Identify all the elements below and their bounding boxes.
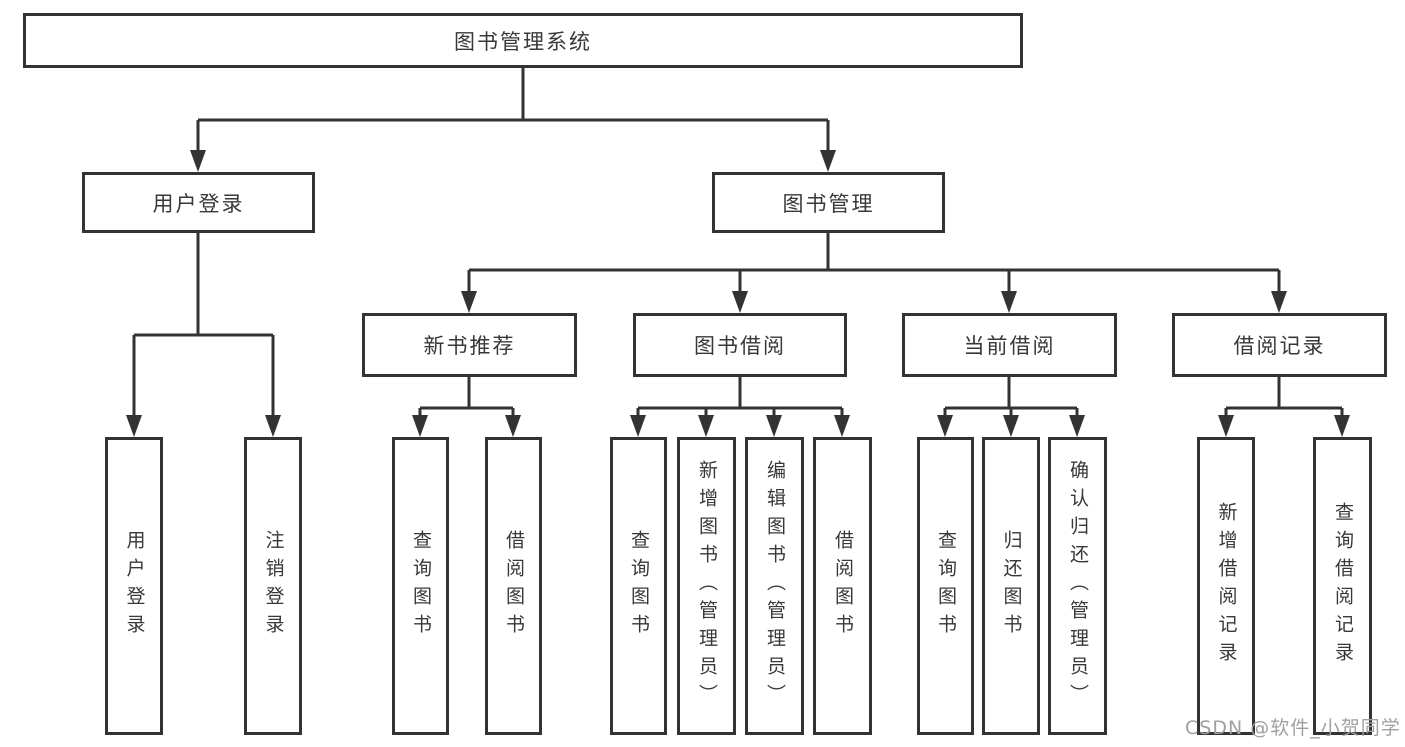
node-book-borrow: 图书借阅 <box>633 313 847 377</box>
leaf-confirm-return-admin: 确认归还（管理员） <box>1048 437 1107 735</box>
leaf-query-book-3: 查询图书 <box>917 437 974 735</box>
edges-borrow-record <box>1224 377 1344 432</box>
leaf-confirm-return-admin-label: 确认归还（管理员） <box>1067 460 1089 712</box>
node-user-login-label: 用户登录 <box>152 191 245 216</box>
leaf-query-book-1-label: 查询图书 <box>410 530 432 642</box>
node-book-borrow-label: 图书借阅 <box>694 334 786 358</box>
node-book-mgmt-label: 图书管理 <box>782 191 875 216</box>
leaf-borrow-book-1-label: 借阅图书 <box>503 530 525 642</box>
watermark-text: CSDN @软件_小贺同学 <box>1185 717 1401 739</box>
node-root-label: 图书管理系统 <box>454 29 592 54</box>
node-new-book-recommend-label: 新书推荐 <box>423 334 516 358</box>
leaf-borrow-book-2: 借阅图书 <box>813 437 872 735</box>
leaf-logout-login: 注销登录 <box>244 437 302 735</box>
node-current-borrow: 当前借阅 <box>902 313 1117 377</box>
node-user-login: 用户登录 <box>82 172 315 233</box>
edges-new-book-recommend <box>418 377 515 432</box>
leaf-borrow-book-1: 借阅图书 <box>485 437 542 735</box>
leaf-add-book-admin-label: 新增图书（管理员） <box>696 460 718 712</box>
edges-root <box>196 68 830 168</box>
leaf-query-borrow-record: 查询借阅记录 <box>1313 437 1372 735</box>
leaf-add-borrow-record-label: 新增借阅记录 <box>1215 502 1238 670</box>
leaf-edit-book-admin: 编辑图书（管理员） <box>745 437 804 735</box>
leaf-query-book-2-label: 查询图书 <box>628 530 650 642</box>
leaf-user-login-label: 用户登录 <box>123 530 146 642</box>
node-book-mgmt: 图书管理 <box>712 172 945 233</box>
leaf-borrow-book-2-label: 借阅图书 <box>832 530 854 642</box>
leaf-query-borrow-record-label: 查询借阅记录 <box>1332 502 1354 670</box>
leaf-query-book-3-label: 查询图书 <box>935 530 957 642</box>
node-borrow-record-label: 借阅记录 <box>1233 334 1326 358</box>
leaf-return-book: 归还图书 <box>982 437 1040 735</box>
leaf-edit-book-admin-label: 编辑图书（管理员） <box>764 460 786 712</box>
leaf-add-book-admin: 新增图书（管理员） <box>677 437 736 735</box>
node-current-borrow-label: 当前借阅 <box>963 334 1056 358</box>
arrowheads <box>126 150 1350 437</box>
edges-user-login <box>132 233 275 432</box>
leaf-query-book-1: 查询图书 <box>392 437 449 735</box>
leaf-user-login: 用户登录 <box>105 437 163 735</box>
leaf-return-book-label: 归还图书 <box>1000 530 1023 642</box>
leaf-add-borrow-record: 新增借阅记录 <box>1197 437 1255 735</box>
node-root: 图书管理系统 <box>23 13 1023 68</box>
leaf-logout-login-label: 注销登录 <box>262 530 285 642</box>
edges-book-borrow <box>636 377 844 432</box>
edges-book-mgmt <box>467 233 1281 309</box>
leaf-query-book-2: 查询图书 <box>610 437 667 735</box>
node-new-book-recommend: 新书推荐 <box>362 313 577 377</box>
node-borrow-record: 借阅记录 <box>1172 313 1387 377</box>
